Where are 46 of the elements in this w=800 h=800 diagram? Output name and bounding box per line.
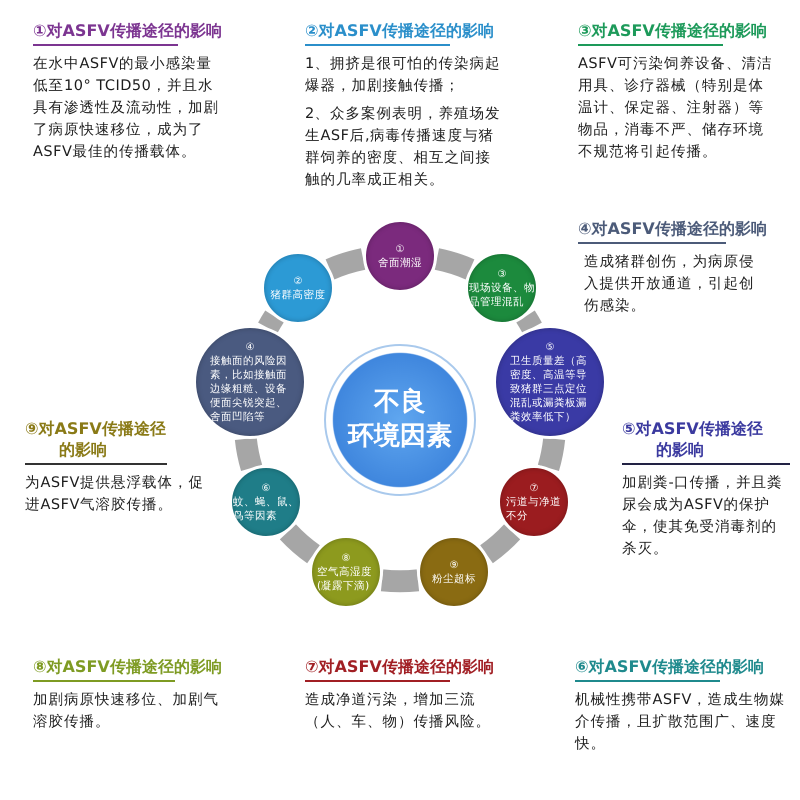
description-text: 1、拥挤是很可怕的传染病起爆器，加剧接触传播； [305, 54, 502, 96]
arc-connector [258, 310, 284, 334]
description-text: 在水中ASFV的最小感染量低至10° TCID50，并且水具有渗透性及流动性，加剧了病原快速移位，成为了ASFV最佳的传播载体。 [33, 54, 220, 162]
description-text: ASFV可污染饲养设备、清洁用具、诊疗器械（特别是体温计、保定器、注射器）等物品，消毒不严、储存环境不规范将引起传播。 [578, 54, 774, 162]
section-heading: ②对ASFV传播途径的影响 [305, 20, 494, 41]
arc-connector [434, 248, 474, 280]
circle-label: 粉尘超标 [432, 572, 476, 586]
center-label: 不良环境因素 [346, 386, 453, 453]
circle-number: ② [294, 274, 302, 288]
description-text: 加剧病原快速移位、加剧气溶胶传播。 [33, 691, 220, 732]
description-text: 机械性携带ASFV，造成生物媒介传播，且扩散范围广、速度快。 [575, 691, 786, 754]
arc-connector [326, 248, 366, 280]
circle-number: ⑧ [342, 552, 350, 564]
circle-number: ⑦ [530, 482, 538, 494]
description-text: 造成猪群创伤，为病原侵入提供开放通道，引起创伤感染。 [584, 253, 756, 316]
arc-connector [234, 437, 262, 471]
circle-label: 舍面潮湿 [378, 256, 422, 270]
section-heading: ⑥对ASFV传播途径的影响 [575, 656, 764, 677]
arc-connector [480, 524, 520, 564]
circle-number: ⑥ [262, 482, 270, 494]
circle-label: 蚊、蝇、鼠、鸟等因素 [233, 494, 299, 522]
section-heading: ⑤对ASFV传播途径的影响 [622, 418, 764, 460]
arc-connector [381, 569, 419, 592]
section-heading: ⑧对ASFV传播途径的影响 [33, 656, 222, 677]
arc-connector [280, 524, 320, 564]
section-heading: ①对ASFV传播途径的影响 [33, 20, 222, 41]
section-heading: ③对ASFV传播途径的影响 [578, 20, 767, 41]
description-text: 为ASFV提供悬浮载体，促进ASFV气溶胶传播。 [25, 474, 205, 515]
circle-number: ⑤ [546, 340, 554, 354]
circle-label: 卫生质量差（高密度、高温等导致猪群三点定位混乱或漏粪板漏粪效率低下） [510, 354, 588, 424]
circle-number: ① [396, 242, 404, 256]
circle-number: ④ [246, 340, 254, 354]
arc-connector [538, 437, 566, 471]
circle-label: 猪群高密度 [270, 288, 326, 302]
description-text: 2、众多案例表明，养殖场发生ASF后,病毒传播速度与猪群饲养的密度、相互之间接触的几率成正相关。 [305, 104, 502, 190]
circle-label: 污道与净道不分 [506, 494, 562, 522]
description-text: 加剧粪-口传播，并且粪尿会成为ASFV的保护伞，使其免受消毒剂的杀灭。 [622, 474, 784, 559]
arc-connector [516, 310, 542, 334]
circle-label: 空气高湿度(凝露下滴) [317, 564, 373, 592]
section-heading: ⑨对ASFV传播途径的影响 [25, 418, 167, 460]
circle-number: ⑨ [450, 558, 458, 572]
section-heading: ④对ASFV传播途径的影响 [578, 218, 767, 239]
circle-number: ③ [498, 268, 506, 280]
description-text: 造成净道污染，增加三流（人、车、物）传播风险。 [305, 690, 492, 732]
section-heading: ⑦对ASFV传播途径的影响 [305, 656, 494, 677]
circle-label: 接触面的风险因素，比如接触面边缘粗糙、设备便面尖锐突起、舍面凹陷等 [210, 354, 288, 424]
